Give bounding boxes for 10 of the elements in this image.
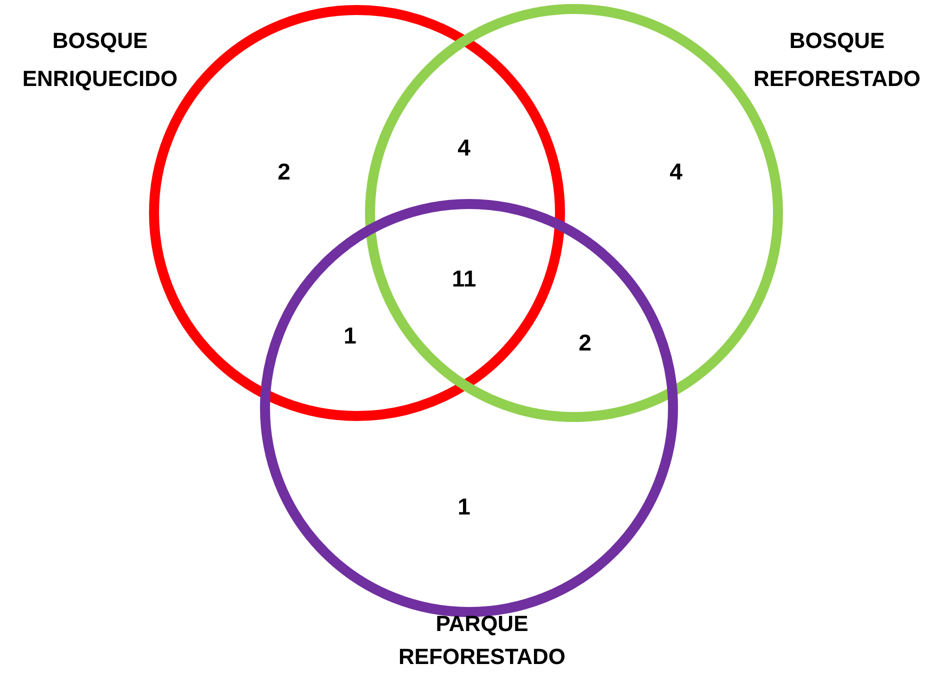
- set-title: BOSQUE ENRIQUECIDO: [21, 27, 179, 93]
- region-count: 1: [344, 322, 356, 350]
- set-title: BOSQUE REFORESTADO: [752, 27, 922, 93]
- region-count: 11: [452, 266, 476, 292]
- region-count: 2: [578, 330, 592, 356]
- region-count: 1: [458, 494, 470, 520]
- region-count: 4: [458, 134, 470, 162]
- set-title: PARQUE REFORESTADO: [397, 610, 567, 671]
- region-count: 2: [278, 158, 290, 186]
- region-count: 4: [670, 158, 682, 186]
